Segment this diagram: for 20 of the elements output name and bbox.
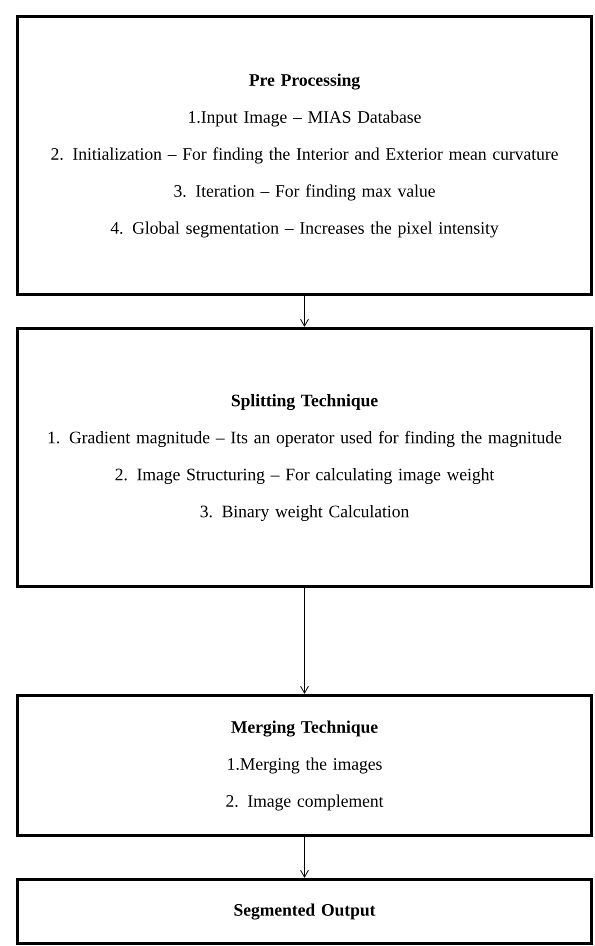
step-heading: Splitting Technique bbox=[232, 394, 378, 410]
process-box bbox=[16, 878, 593, 946]
arrow bbox=[300, 836, 309, 878]
step-text: 2. Image complement bbox=[226, 794, 384, 810]
process-box bbox=[16, 327, 593, 588]
arrow bbox=[300, 588, 309, 694]
step-heading: Pre Processing bbox=[249, 74, 360, 90]
step-text: 1. Gradient magnitude – Its an operator used for finding the magnitude bbox=[48, 430, 562, 447]
step-text: 1.Merging the images bbox=[228, 758, 382, 774]
step-text: 2. Image Structuring – For calculating image weight bbox=[116, 468, 494, 484]
process-box bbox=[16, 15, 593, 296]
step-text: 4. Global segmentation – Increases the pixel intensity bbox=[110, 222, 499, 238]
step-heading: Merging Technique bbox=[231, 720, 378, 737]
step-heading: Segmented Output bbox=[234, 904, 376, 920]
step-text: 1.Input Image – MIAS Database bbox=[189, 110, 421, 126]
step-text: 3. Binary weight Calculation bbox=[200, 505, 409, 521]
arrow bbox=[300, 296, 309, 327]
step-text: 3. Iteration – For finding max value bbox=[174, 184, 435, 200]
process-box bbox=[16, 694, 593, 837]
step-text: 2. Initialization – For finding the Interior and Exterior mean curvature bbox=[51, 147, 558, 164]
